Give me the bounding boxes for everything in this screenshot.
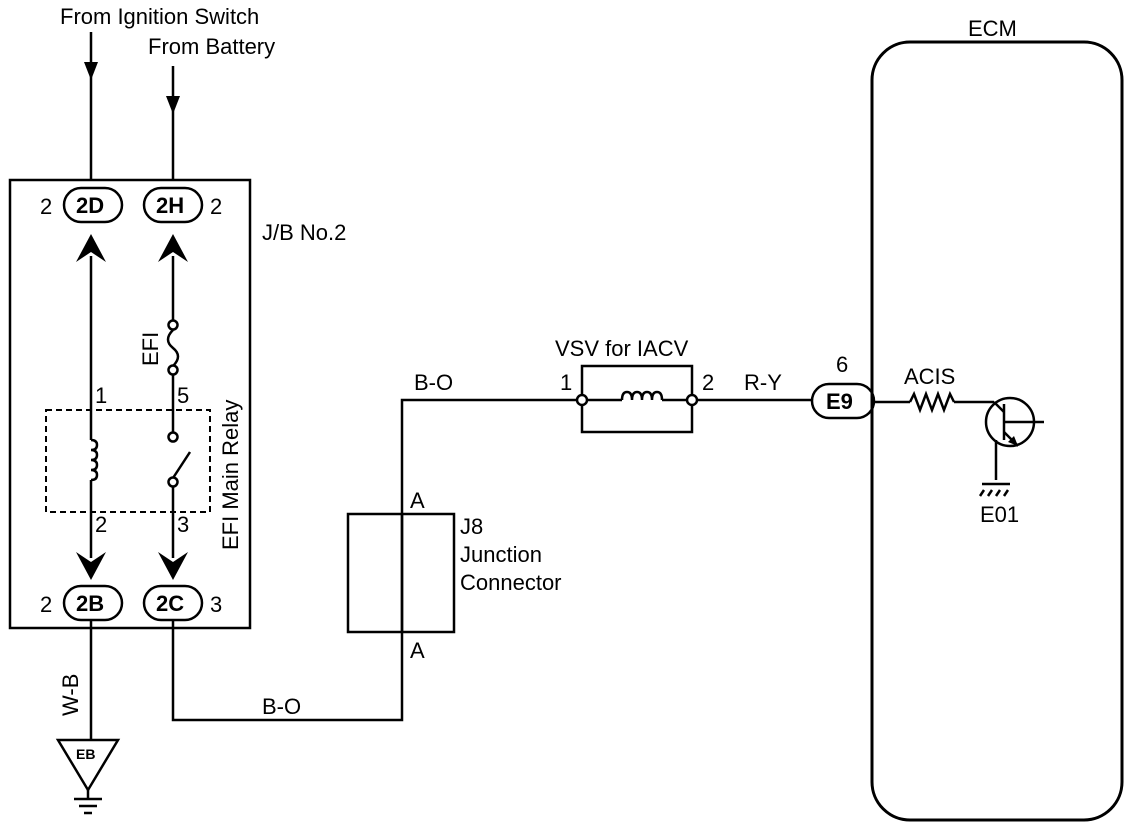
junction-pin-a-top: A	[410, 488, 425, 513]
junction-id: J8	[460, 514, 483, 539]
efi-fuse-label: EFI	[138, 332, 163, 366]
battery-source-label: From Battery	[148, 34, 275, 59]
fuse-terminal-top	[167, 319, 179, 331]
relay-pin-1: 1	[95, 383, 107, 408]
ground-point-label: EB	[76, 746, 95, 762]
connector-2c-pin: 3	[210, 592, 222, 617]
vsv-coil-icon	[620, 390, 664, 401]
ecm-connector-pin: 6	[836, 352, 848, 377]
connector-2h: 2H 2	[142, 186, 222, 224]
switch-contact-bottom	[167, 476, 179, 488]
vsv-terminal-2	[685, 393, 699, 407]
ground-symbol-icon	[74, 797, 102, 815]
svg-text:2D: 2D	[76, 193, 104, 218]
vsv-pin-1: 1	[560, 370, 572, 395]
svg-text:2H: 2H	[156, 193, 184, 218]
wire-r-y-label: R-Y	[744, 370, 782, 395]
svg-text:2C: 2C	[156, 591, 184, 616]
terminal-chevron-2h	[158, 234, 188, 262]
relay-pin-5: 5	[177, 383, 189, 408]
vsv-terminal-1	[575, 393, 589, 407]
svg-text:E9: E9	[826, 389, 853, 414]
relay-label: EFI Main Relay	[218, 400, 243, 550]
connector-2h-pin: 2	[210, 194, 222, 219]
relay-pin-2: 2	[95, 512, 107, 537]
junction-block-outline	[8, 178, 252, 630]
wire-b-o-top-label: B-O	[414, 370, 453, 395]
relay-coil	[90, 438, 99, 482]
junction-name-line1: Junction	[460, 542, 542, 567]
ecm-ground-label: E01	[980, 502, 1019, 527]
fuse-terminal-bottom	[167, 364, 179, 376]
connector-2d: 2D 2	[40, 186, 124, 224]
ecm-label: ECM	[968, 16, 1017, 41]
connector-2d-pin: 2	[40, 194, 52, 219]
battery-wire	[166, 66, 180, 180]
terminal-chevron-2d	[76, 234, 106, 262]
efi-fuse-icon	[166, 329, 180, 367]
ecm-ground-icon	[978, 482, 1010, 497]
ground-point-eb	[55, 738, 121, 793]
relay-enclosure	[45, 409, 211, 513]
vsv-label: VSV for IACV	[555, 336, 689, 361]
terminal-chevron-2c	[158, 552, 188, 580]
junction-block-label: J/B No.2	[262, 220, 346, 245]
connector-2c: 2C 3	[142, 584, 222, 622]
relay-pin-3: 3	[177, 512, 189, 537]
connector-2b-pin: 2	[40, 592, 52, 617]
connector-2b: 2B 2	[40, 584, 124, 622]
relay-switch-blade	[171, 451, 192, 479]
switch-contact-top	[167, 431, 179, 443]
ignition-wire	[84, 32, 98, 180]
ground-wire-color: W-B	[58, 674, 83, 716]
wire-b-o-bottom-label: B-O	[262, 694, 301, 719]
acis-label: ACIS	[904, 364, 955, 389]
terminal-chevron-2b	[76, 552, 106, 580]
svg-text:2B: 2B	[76, 591, 104, 616]
wire-b-o	[171, 398, 578, 722]
vsv-pin-2: 2	[702, 370, 714, 395]
ecm-connector-e9: E9	[810, 382, 876, 420]
transistor-icon	[984, 396, 1044, 448]
ecm-box	[870, 40, 1124, 822]
acis-resistor-icon	[908, 390, 956, 414]
junction-pin-a-bottom: A	[410, 638, 425, 663]
ignition-source-label: From Ignition Switch	[60, 4, 259, 29]
junction-name-line2: Connector	[460, 570, 562, 595]
